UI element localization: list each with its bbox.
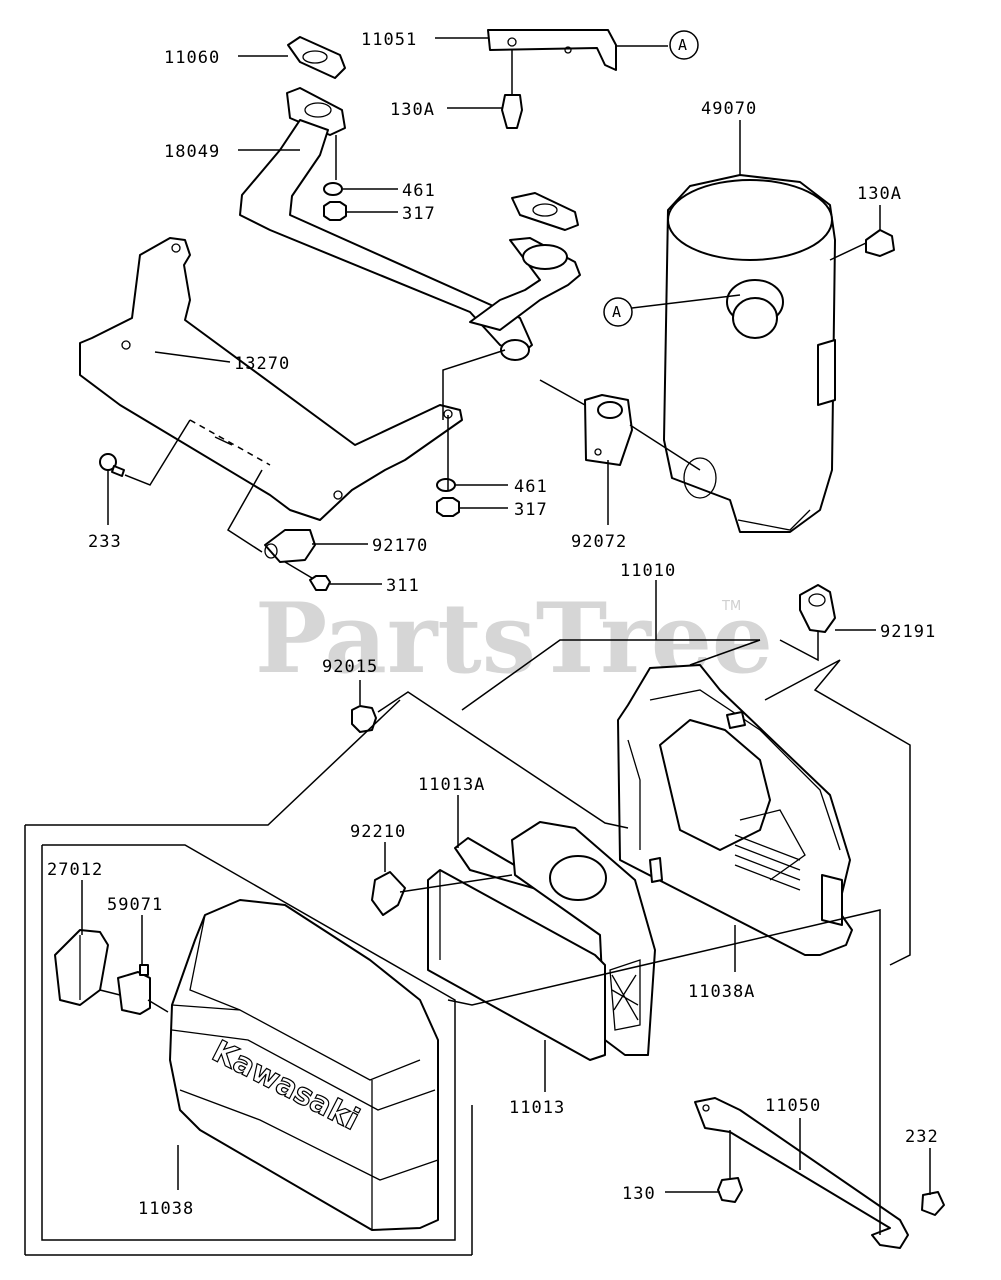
gasket-part[interactable] [287, 36, 346, 79]
clip-part[interactable] [54, 929, 109, 1006]
part-number-label: 11050 [765, 1096, 821, 1116]
part-number-label: 59071 [107, 895, 163, 915]
bolt-part[interactable] [501, 94, 523, 129]
callout-labels: 11060 11051 130A 18049 461 317 49070 130… [47, 30, 939, 1219]
svg-text:A: A [678, 36, 687, 54]
ref-marker-a-top: A [669, 30, 699, 60]
part-number-label: 18049 [164, 142, 220, 162]
muffler-part[interactable] [663, 174, 836, 533]
clamp-part[interactable] [264, 529, 316, 563]
air-cleaner-cover-part[interactable] [169, 899, 439, 1231]
air-cleaner-base-part[interactable] [617, 664, 853, 956]
bolt-part[interactable] [921, 1191, 945, 1216]
air-filter-element-part[interactable] [427, 869, 606, 1061]
part-number-label: 13270 [234, 354, 290, 374]
part-number-label: 49070 [701, 99, 757, 119]
part-number-label: 11038A [688, 982, 755, 1002]
part-number-label: 92210 [350, 822, 406, 842]
part-number-label: 461 [514, 477, 548, 497]
part-number-label: 11060 [164, 48, 220, 68]
screw-part[interactable] [99, 453, 125, 477]
part-number-label: 92072 [571, 532, 627, 552]
part-number-label: 11010 [620, 561, 676, 581]
muffler-bracket-part[interactable] [487, 29, 617, 71]
bolt-part[interactable] [717, 1177, 743, 1203]
part-number-label: 232 [905, 1127, 939, 1147]
part-number-label: 92191 [880, 622, 936, 642]
part-number-label: 11051 [361, 30, 417, 50]
heat-shield-part[interactable] [79, 237, 463, 521]
part-number-label: 317 [514, 500, 548, 520]
exhaust-pipe-part[interactable] [239, 87, 581, 361]
nut-part[interactable] [351, 705, 377, 733]
washer-part[interactable] [323, 182, 343, 196]
part-number-label: 130 [622, 1184, 656, 1204]
part-number-label: 11013A [418, 775, 485, 795]
bracket-part[interactable] [694, 1097, 909, 1249]
nut-part[interactable] [436, 497, 460, 517]
part-number-label: 317 [402, 204, 436, 224]
watermark-tm: TM [721, 599, 741, 614]
part-number-label: 130A [857, 184, 902, 204]
part-number-label: 461 [402, 181, 436, 201]
part-number-label: 11013 [509, 1098, 565, 1118]
clamp-part[interactable] [584, 394, 633, 466]
svg-text:A: A [612, 303, 621, 321]
part-number-label: 130A [390, 100, 435, 120]
clamp-part[interactable] [799, 584, 836, 633]
latch-part[interactable] [117, 964, 151, 1015]
nut-part[interactable] [323, 201, 347, 221]
leader-lines-upper [107, 37, 881, 585]
nut-part[interactable] [309, 575, 331, 591]
ref-marker-a-mid: A [603, 297, 633, 327]
part-number-label: 11038 [138, 1199, 194, 1219]
part-number-label: 92170 [372, 536, 428, 556]
clip-part[interactable] [371, 871, 406, 916]
part-number-label: 27012 [47, 860, 103, 880]
part-number-label: 92015 [322, 657, 378, 677]
leader-lines-lower [81, 580, 931, 1235]
cover-assembly-outline [24, 699, 473, 1256]
bolt-part[interactable] [865, 229, 895, 257]
part-number-label: 311 [386, 576, 420, 596]
washer-part[interactable] [436, 478, 456, 492]
pre-cleaner-part[interactable] [454, 821, 656, 1056]
part-number-label: 233 [88, 532, 122, 552]
